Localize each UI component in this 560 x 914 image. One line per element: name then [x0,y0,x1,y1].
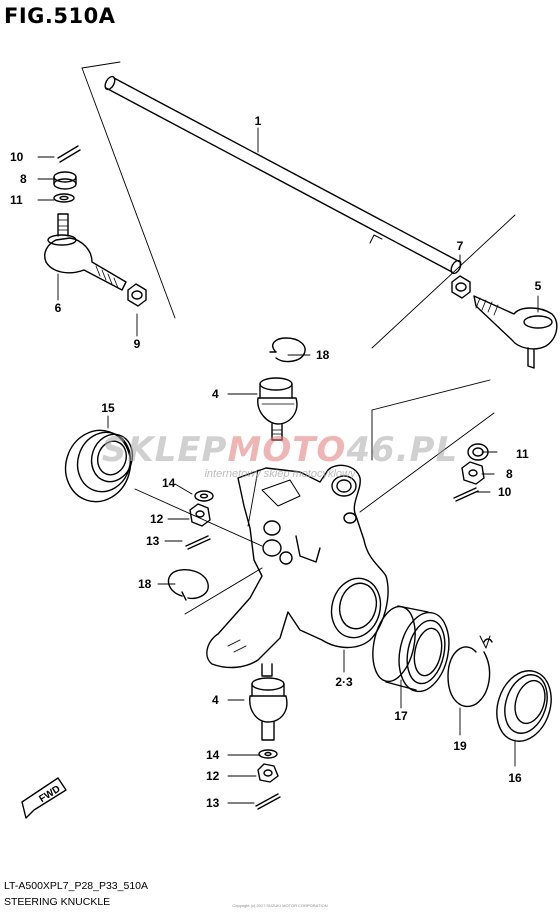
castle-nut-right[interactable] [461,461,485,485]
callout-14-lower[interactable]: 14 [206,748,220,762]
callout-13[interactable]: 13 [146,534,160,548]
callout-8[interactable]: 8 [20,172,27,186]
callout-2-3[interactable]: 2·3 [335,675,353,689]
callout-5[interactable]: 5 [535,279,542,293]
callout-4-lower[interactable]: 4 [212,693,219,707]
callout-1[interactable]: 1 [255,114,262,128]
callout-19[interactable]: 19 [453,739,467,753]
nut-left-end[interactable] [127,283,147,307]
tie-rod-end-left[interactable] [44,213,127,291]
callout-7[interactable]: 7 [457,239,464,253]
circlip[interactable] [447,635,493,708]
tie-rod-end-right[interactable] [473,295,558,369]
leader-lines [37,61,539,804]
cotter-pin-right[interactable] [453,487,479,502]
callout-11[interactable]: 11 [10,193,23,207]
callout-13-lower[interactable]: 13 [206,796,220,810]
washer-mid-left[interactable] [194,490,214,502]
castle-nut-lower[interactable] [257,763,279,783]
ball-joint-upper[interactable] [257,377,298,441]
callout-18[interactable]: 18 [316,348,330,362]
callout-18-left[interactable]: 18 [138,577,152,591]
washer-left-top[interactable] [53,193,75,203]
figure-name: STEERING KNUCKLE [4,896,111,908]
callout-9[interactable]: 9 [134,337,141,351]
fwd-arrow-icon: FWD [21,777,67,819]
tie-rod-part[interactable] [103,75,463,275]
callout-16[interactable]: 16 [508,771,522,785]
model-code: LT-A500XPL7_P28_P33_510A [4,880,149,892]
snap-ring-upper[interactable] [269,337,306,363]
snap-ring-left[interactable] [167,568,209,601]
oil-seal-15[interactable] [56,422,139,510]
callout-8-right[interactable]: 8 [506,467,513,481]
washer-lower[interactable] [258,749,278,759]
castle-nut-left-top[interactable] [53,171,77,190]
ball-joint-lower[interactable] [249,663,288,741]
washer-right[interactable] [467,443,489,461]
figure-title: FIG.510A [4,4,116,28]
callout-11-right[interactable]: 11 [516,447,529,461]
copyright-note: Copyright (c) 2017 SUZUKI MOTOR CORPORAT… [232,903,328,908]
callout-10-right[interactable]: 10 [498,485,512,499]
cotter-pin-left-top[interactable] [57,145,81,163]
cotter-pin-lower[interactable] [255,793,281,810]
callout-14[interactable]: 14 [162,476,176,490]
nut-right[interactable] [451,275,471,299]
wheel-bearing[interactable] [367,603,456,696]
callout-10[interactable]: 10 [10,150,24,164]
cotter-pin-mid-left[interactable] [185,535,211,550]
steering-knuckle[interactable] [206,464,389,669]
callout-15[interactable]: 15 [101,401,115,415]
oil-seal-16[interactable] [488,664,560,749]
castle-nut-mid-left[interactable] [189,503,211,527]
callout-12[interactable]: 12 [150,512,164,526]
callout-6[interactable]: 6 [55,301,62,315]
callout-17[interactable]: 17 [394,709,408,723]
callout-4[interactable]: 4 [212,387,219,401]
callout-12-lower[interactable]: 12 [206,769,220,783]
